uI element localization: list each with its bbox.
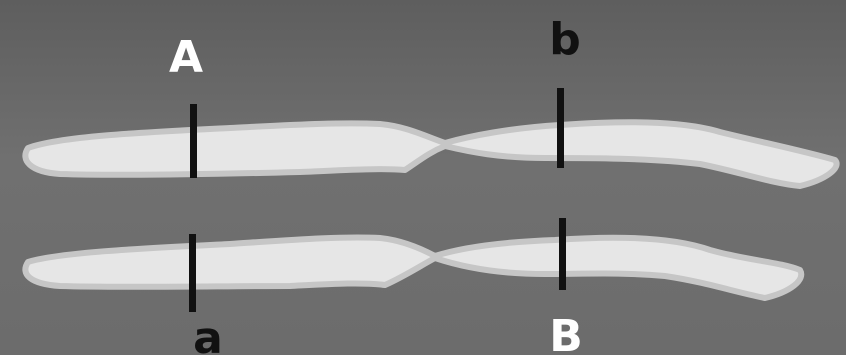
allele-label-top-right: b — [549, 14, 581, 65]
bottom-right-locus-marker — [559, 218, 566, 290]
top-left-locus-marker — [190, 104, 197, 178]
bottom-chromosome — [25, 218, 801, 312]
top-right-locus-marker — [557, 88, 564, 168]
allele-label-bottom-right: B — [549, 311, 583, 355]
allele-label-top-left: A — [169, 32, 203, 83]
allele-label-bottom-left: a — [193, 313, 223, 355]
bottom-left-locus-marker — [189, 234, 196, 312]
top-chromatid — [25, 122, 836, 186]
top-chromosome — [25, 88, 836, 186]
bottom-chromatid — [25, 237, 801, 298]
